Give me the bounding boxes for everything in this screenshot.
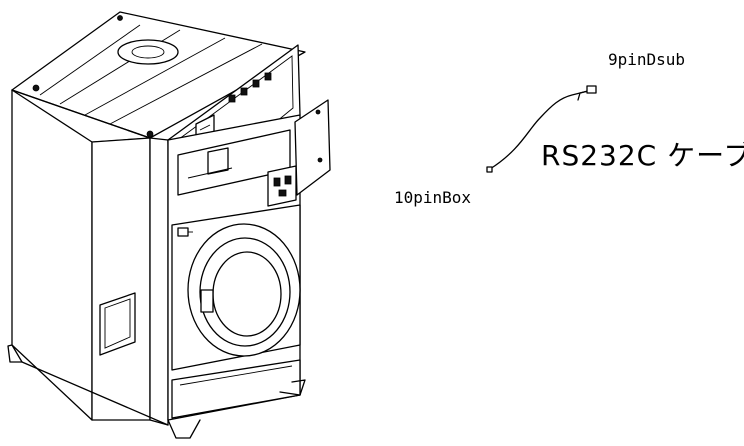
door-handle xyxy=(200,289,214,313)
washer-front-corner xyxy=(149,137,169,426)
washer-front-edge xyxy=(91,137,151,421)
label-10pin-box: 10pinBox xyxy=(394,188,472,207)
side-access-panel xyxy=(99,292,136,356)
coin-slot xyxy=(267,165,297,207)
foot-front xyxy=(167,419,201,439)
cable-plug-lead xyxy=(577,90,589,101)
side-door xyxy=(294,99,331,196)
foot-right xyxy=(279,379,306,396)
porthole-ring xyxy=(199,237,291,347)
9pin-dsub-connector xyxy=(586,85,597,94)
top-drum-opening xyxy=(117,39,179,65)
washer-body xyxy=(7,11,331,439)
10pin-box-connector xyxy=(486,166,493,173)
label-rs232c-cable: RS232C ケーブ xyxy=(541,139,744,172)
washer-left-side xyxy=(11,89,93,421)
rs232c-cable xyxy=(486,85,597,173)
control-box-module xyxy=(207,147,229,175)
label-9pin-dsub: 9pinDsub xyxy=(608,50,686,69)
